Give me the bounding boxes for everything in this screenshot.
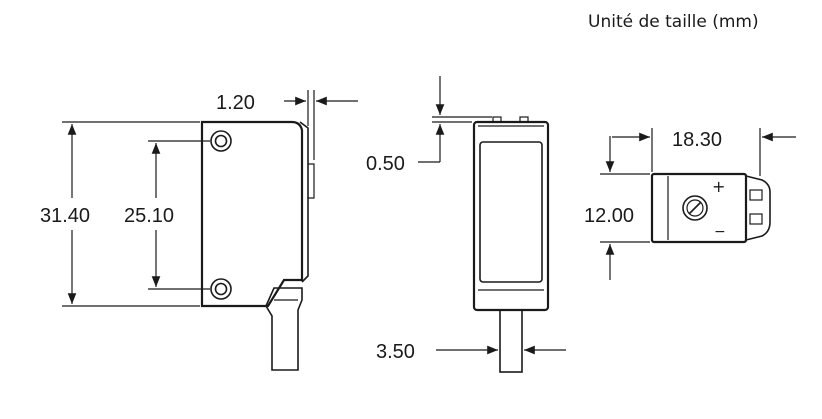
dim-back-height: 12.00: [584, 205, 634, 227]
side-view-ridge: [308, 163, 315, 199]
dim-hole-spacing: 25.10: [124, 205, 174, 227]
plus-sign: +: [712, 177, 725, 196]
minus-sign: −: [714, 224, 726, 240]
dim-side-offset: 1.20: [216, 92, 255, 114]
dim-side-height: 31.40: [40, 205, 90, 227]
mounting-hole-top: [210, 130, 232, 152]
side-view-lip: [299, 121, 309, 283]
front-view-cable: [499, 309, 523, 373]
potentiometer-knob: [682, 195, 708, 221]
dim-back-width: 18.30: [672, 129, 722, 151]
back-view-clip: [745, 175, 771, 241]
dim-front-top-offset: 0.50: [366, 153, 405, 175]
back-view: + − 18.30 12.00: [584, 128, 796, 280]
mounting-hole-bottom: [210, 278, 232, 300]
front-view: 0.50 3.50: [366, 76, 566, 373]
side-view-cable: [265, 287, 303, 371]
dim-cable-diameter: 3.50: [376, 341, 415, 363]
front-view-tab-left: [492, 116, 502, 123]
front-view-lens: [479, 141, 543, 283]
unit-label: Unité de taille (mm): [588, 12, 759, 32]
front-view-tab-right: [519, 116, 529, 123]
side-view: 31.40 25.10 1.20: [40, 90, 358, 371]
back-view-body: [650, 172, 748, 244]
